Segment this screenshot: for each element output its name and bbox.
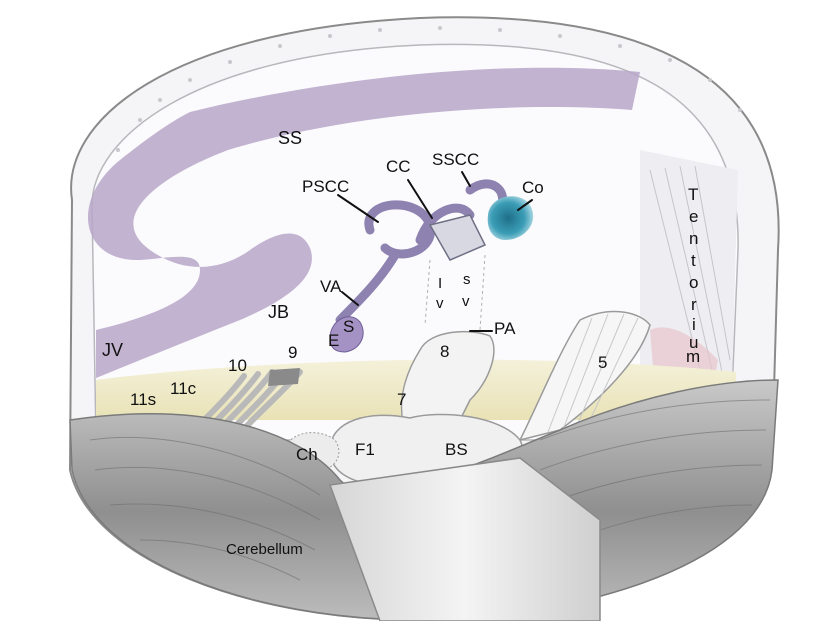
cerebellar-folia bbox=[89, 399, 771, 581]
label-7: 7 bbox=[397, 390, 406, 409]
label-iv-2: v bbox=[436, 295, 444, 312]
bone-edge-texture bbox=[116, 26, 742, 152]
label-cerebellum: Cerebellum bbox=[226, 541, 303, 558]
nerve-9-band bbox=[268, 368, 300, 386]
leader-cc bbox=[407, 179, 433, 219]
label-pa: PA bbox=[494, 319, 516, 338]
tentorium-letter: o bbox=[689, 273, 698, 292]
leader-co bbox=[517, 199, 533, 211]
label-cc: CC bbox=[386, 157, 411, 176]
label-e: E bbox=[328, 331, 339, 350]
label-11c: 11c bbox=[170, 379, 197, 398]
label-jb: JB bbox=[268, 302, 289, 322]
label-bs: BS bbox=[445, 440, 468, 459]
leader-sscc bbox=[461, 171, 471, 187]
internal-acoustic-canal bbox=[424, 254, 486, 331]
label-sv-2: v bbox=[462, 293, 470, 310]
tentorium-letter: u bbox=[689, 333, 698, 352]
label-ch: Ch bbox=[296, 445, 318, 464]
label-10: 10 bbox=[228, 356, 247, 375]
label-tentorium: T e n t o r i u m bbox=[686, 185, 700, 366]
sigmoid-sinus bbox=[87, 67, 641, 378]
tentorium-letter: m bbox=[686, 347, 700, 366]
label-co: Co bbox=[522, 178, 544, 197]
leader-va bbox=[341, 291, 359, 306]
tentorium-letter: r bbox=[691, 295, 697, 314]
trigeminal-striations bbox=[547, 313, 639, 433]
label-8: 8 bbox=[440, 342, 449, 361]
label-9: 9 bbox=[288, 343, 297, 362]
label-jv: JV bbox=[102, 340, 123, 360]
tentorium-letter: t bbox=[691, 251, 696, 270]
vestibule bbox=[428, 214, 487, 261]
label-iv-1: I bbox=[438, 275, 442, 292]
label-5: 5 bbox=[598, 353, 607, 372]
brain-retractor bbox=[328, 457, 601, 622]
label-pscc: PSCC bbox=[302, 177, 349, 196]
nerve-5-trigeminal bbox=[518, 310, 651, 442]
label-va: VA bbox=[320, 277, 342, 296]
tentorium-letter: n bbox=[689, 229, 698, 248]
leader-pscc bbox=[337, 194, 379, 223]
tentorium-letter: i bbox=[692, 315, 696, 334]
tentorium-letter: T bbox=[688, 185, 698, 204]
label-sscc: SSCC bbox=[432, 150, 479, 169]
tentorium-letter: e bbox=[689, 207, 698, 226]
label-s: S bbox=[343, 317, 354, 336]
label-sv-1: s bbox=[463, 271, 471, 288]
endolymphatic-sac bbox=[329, 316, 364, 353]
label-ss: SS bbox=[278, 128, 302, 148]
tentorium-striations bbox=[649, 165, 731, 373]
label-11s: 11s bbox=[130, 390, 156, 409]
label-f1: F1 bbox=[355, 440, 375, 459]
